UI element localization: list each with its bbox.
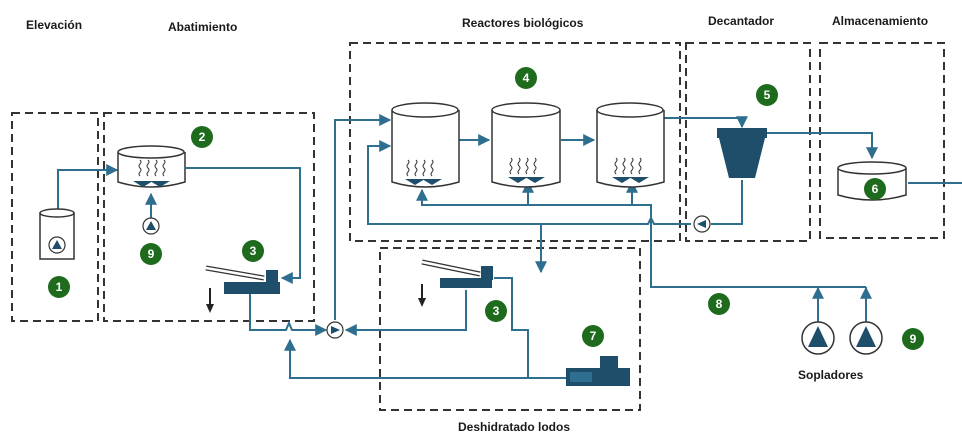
screw-separator-icon <box>205 265 280 313</box>
badge-5: 5 <box>756 84 778 106</box>
pipe-r3-decantador <box>664 116 748 129</box>
badge-6: 6 <box>864 178 886 200</box>
label-decantador: Decantador <box>708 14 775 28</box>
blower-icon <box>849 321 883 355</box>
badge-3-abatimiento: 3 <box>242 240 264 262</box>
pipe-abatimiento-separador <box>186 167 301 284</box>
label-reactores: Reactores biológicos <box>462 16 584 30</box>
screw-separator-icon <box>418 259 493 307</box>
badge-7: 7 <box>582 325 604 347</box>
pipe-retorno-lodos <box>367 140 691 225</box>
reactor-1 <box>391 102 460 188</box>
pump-icon <box>693 215 711 233</box>
label-almacenamiento: Almacenamiento <box>832 14 929 28</box>
label-sopladores: Sopladores <box>798 368 864 382</box>
decantador <box>717 128 767 178</box>
badge-4: 4 <box>515 67 537 89</box>
pump-icon <box>142 217 160 235</box>
reactor-2 <box>491 102 561 188</box>
pipe-deshidratacion-vertical <box>494 277 529 378</box>
pipe-separador2-bomba <box>344 290 467 336</box>
box-reactores <box>349 42 681 242</box>
pipe-decantador-retorno <box>711 180 743 225</box>
label-deshidratado: Deshidratado lodos <box>458 420 571 434</box>
badge-1: 1 <box>48 276 70 298</box>
box-deshidratado <box>379 247 641 411</box>
reactor-3 <box>596 102 665 188</box>
label-abatimiento: Abatimiento <box>168 20 238 34</box>
badge-3-deshidratado: 3 <box>485 300 507 322</box>
pump-icon <box>326 321 344 339</box>
box-abatimiento <box>103 112 315 322</box>
tanque-abatimiento <box>117 145 186 188</box>
box-elevacion <box>11 112 99 322</box>
box-almacenamiento <box>819 42 945 239</box>
pipe-separador-bomba <box>249 292 328 336</box>
label-elevacion: Elevación <box>26 18 83 32</box>
badge-9-sopladores: 9 <box>902 328 924 350</box>
blower-icon <box>801 321 835 355</box>
badge-2: 2 <box>191 126 213 148</box>
pipe-decantador-almacenamiento <box>765 132 878 160</box>
dewatering-unit-icon <box>566 356 630 386</box>
badge-9-abatimiento: 9 <box>140 243 162 265</box>
tanque-elevacion <box>39 208 75 260</box>
pipe-bomba-reactores <box>334 114 392 320</box>
badge-8: 8 <box>708 293 730 315</box>
box-decantador <box>685 42 811 242</box>
pipe-deshidratacion-retorno <box>284 338 566 379</box>
